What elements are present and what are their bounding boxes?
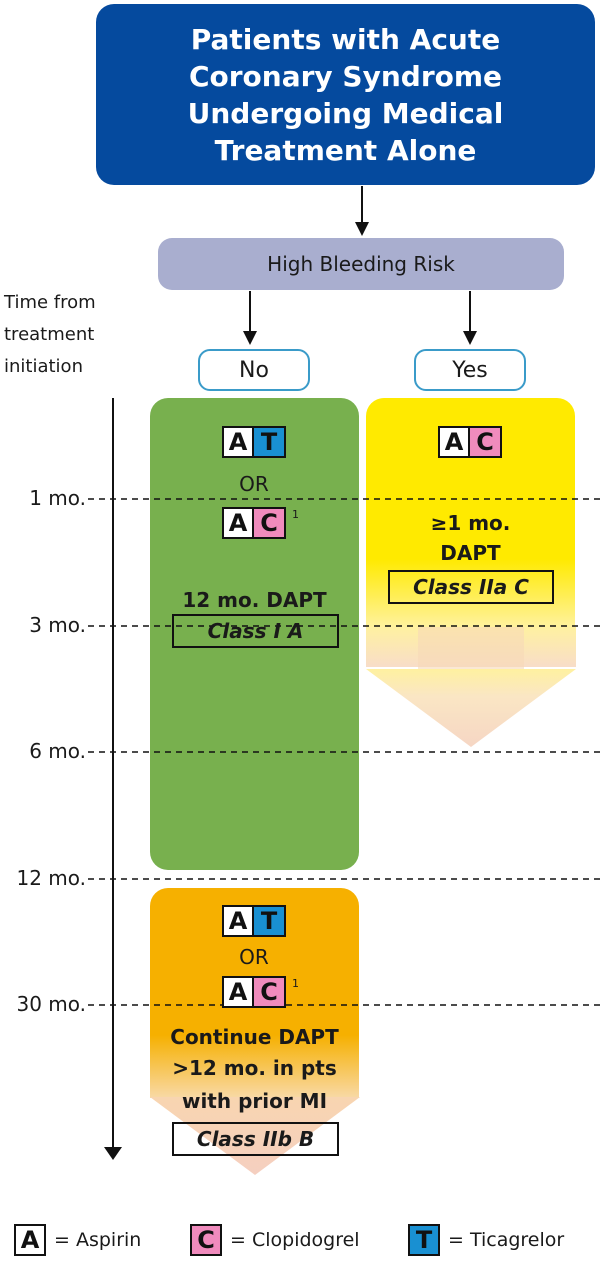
extended-line2: >12 mo. in pts bbox=[172, 1056, 337, 1080]
yes-duration-line2: DAPT bbox=[440, 541, 501, 565]
no-duration: 12 mo. DAPT bbox=[182, 588, 327, 612]
aspirin-badge: A bbox=[222, 426, 254, 458]
clopidogrel-badge: C bbox=[470, 426, 502, 458]
time-axis-label-line: initiation bbox=[4, 356, 83, 377]
extended-regimen-aspirin-clopidogrel: A C bbox=[222, 976, 286, 1008]
aspirin-badge: A bbox=[14, 1224, 46, 1256]
clopidogrel-badge: C bbox=[254, 507, 286, 539]
no-label: No bbox=[239, 357, 269, 383]
no-regimen-aspirin-ticagrelor: A T bbox=[222, 426, 286, 458]
tick-label-30mo: 30 mo. bbox=[16, 992, 86, 1016]
decision-text: High Bleeding Risk bbox=[267, 252, 455, 276]
legend-aspirin: A = Aspirin bbox=[14, 1224, 141, 1256]
ticagrelor-badge: T bbox=[254, 426, 286, 458]
yes-class-text: Class IIa C bbox=[413, 575, 529, 599]
time-axis-label-line: Time from bbox=[4, 292, 96, 313]
yes-branch-arrowhead bbox=[366, 627, 576, 747]
extended-line3: with prior MI bbox=[181, 1089, 328, 1113]
no-regimen-aspirin-clopidogrel: A C bbox=[222, 507, 286, 539]
yes-class-box: Class IIa C bbox=[388, 570, 554, 604]
yes-label: Yes bbox=[452, 357, 488, 383]
no-class-text: Class I A bbox=[207, 619, 304, 643]
clopidogrel-badge: C bbox=[190, 1224, 222, 1256]
arrow-title-to-decision bbox=[355, 186, 369, 236]
tick-label-12mo: 12 mo. bbox=[16, 866, 86, 890]
clopidogrel-badge: C bbox=[254, 976, 286, 1008]
extended-or-text: OR bbox=[239, 945, 269, 969]
tick-label-6mo: 6 mo. bbox=[29, 739, 86, 763]
aspirin-badge: A bbox=[222, 976, 254, 1008]
aspirin-badge: A bbox=[438, 426, 470, 458]
yes-pill: Yes bbox=[414, 349, 526, 391]
extended-line1: Continue DAPT bbox=[170, 1025, 339, 1049]
arrow-to-yes bbox=[463, 291, 477, 345]
yes-duration-line1: ≥1 mo. bbox=[430, 511, 511, 535]
no-branch-box bbox=[150, 398, 359, 870]
legend-clopidogrel-label: = Clopidogrel bbox=[230, 1229, 360, 1251]
arrow-to-no bbox=[243, 291, 257, 345]
decision-box: High Bleeding Risk bbox=[158, 238, 564, 290]
time-axis-arrowhead bbox=[104, 1147, 122, 1160]
no-footnote: 1 bbox=[292, 508, 299, 521]
legend-ticagrelor-label: = Ticagrelor bbox=[448, 1229, 565, 1251]
time-axis-label: Time from treatment initiation bbox=[4, 287, 114, 383]
yes-regimen-aspirin-clopidogrel: A C bbox=[438, 426, 502, 458]
aspirin-badge: A bbox=[222, 507, 254, 539]
tick-label-3mo: 3 mo. bbox=[29, 613, 86, 637]
time-axis-label-line: treatment bbox=[4, 324, 95, 345]
ticagrelor-badge: T bbox=[408, 1224, 440, 1256]
extended-footnote: 1 bbox=[292, 977, 299, 990]
legend-aspirin-label: = Aspirin bbox=[54, 1229, 142, 1251]
no-class-box: Class I A bbox=[172, 614, 339, 648]
no-pill: No bbox=[198, 349, 310, 391]
extended-branch-arrowhead bbox=[150, 1097, 360, 1175]
extended-class-text: Class IIb B bbox=[196, 1127, 315, 1151]
ticagrelor-badge: T bbox=[254, 905, 286, 937]
extended-class-box: Class IIb B bbox=[172, 1122, 339, 1156]
title-text: Patients with Acute Coronary Syndrome Un… bbox=[187, 22, 504, 167]
aspirin-badge: A bbox=[222, 905, 254, 937]
legend-ticagrelor: T = Ticagrelor bbox=[408, 1224, 564, 1256]
tick-label-1mo: 1 mo. bbox=[29, 486, 86, 510]
extended-regimen-aspirin-ticagrelor: A T bbox=[222, 905, 286, 937]
legend-clopidogrel: C = Clopidogrel bbox=[190, 1224, 360, 1256]
title-box: Patients with Acute Coronary Syndrome Un… bbox=[96, 4, 595, 185]
no-or-text: OR bbox=[239, 472, 269, 496]
